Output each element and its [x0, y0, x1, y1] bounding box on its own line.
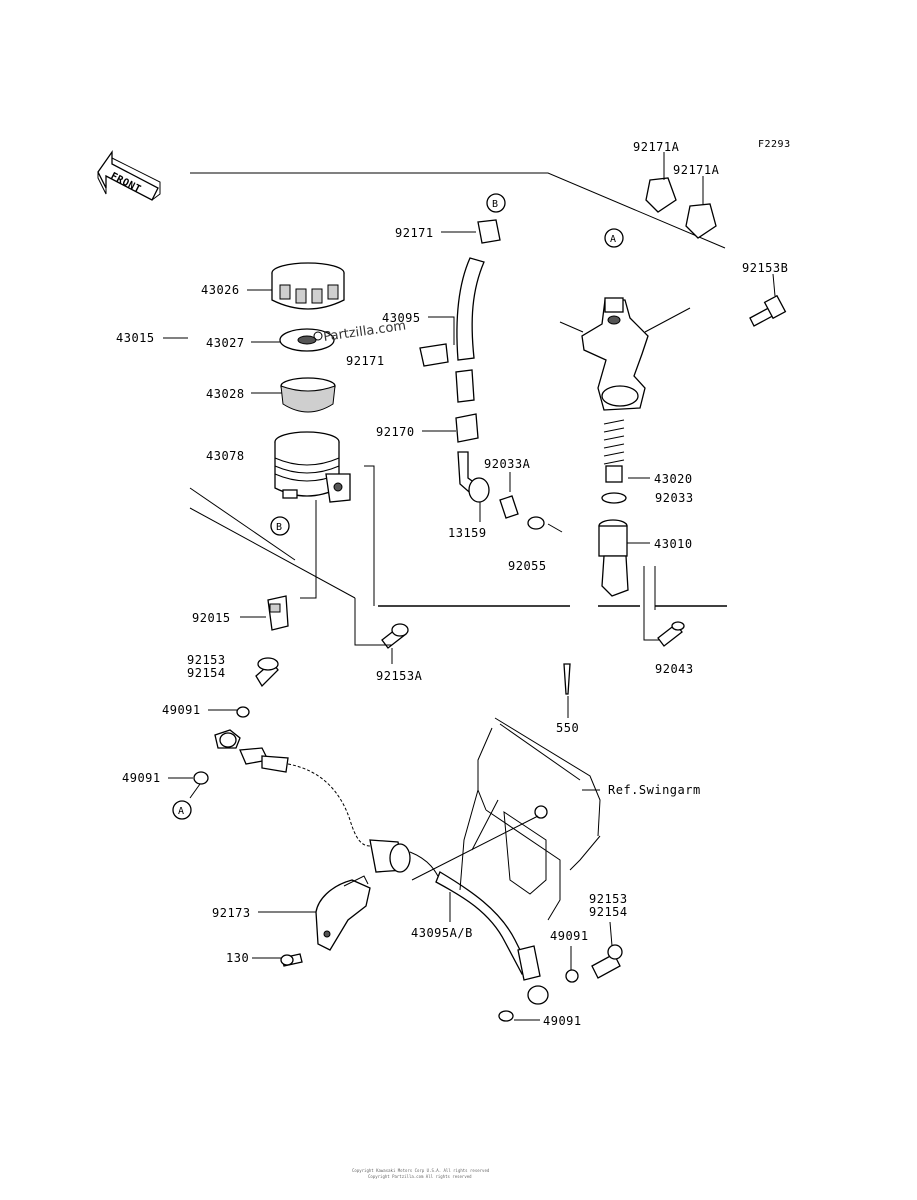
footer-line-2: Copyright Partzilla.com All rights reser…	[368, 1174, 472, 1179]
label-92154-left: 92154	[187, 666, 226, 680]
label-92171-top: 92171	[395, 226, 434, 240]
label-43026: 43026	[201, 283, 240, 297]
label-49091-left-2: 49091	[122, 771, 161, 785]
callout-b-mid-label: B	[276, 522, 283, 533]
label-550: 550	[556, 721, 579, 735]
bolt-130	[280, 953, 303, 967]
label-92171A-1: 92171A	[633, 140, 680, 154]
leader-lines	[163, 152, 776, 1021]
diaphragm	[280, 377, 336, 413]
label-92043: 92043	[655, 662, 694, 676]
label-92153-left: 92153	[187, 653, 226, 667]
spring-43020	[603, 419, 625, 483]
reservoir-tank	[274, 431, 351, 503]
footer-line-1: Copyright Kawasaki Motors Corp U.S.A. Al…	[352, 1168, 490, 1173]
bolt-92153B	[749, 294, 787, 327]
label-43028: 43028	[206, 387, 245, 401]
banjo-bolt-right	[498, 944, 623, 1022]
label-43078: 43078	[206, 449, 245, 463]
circlip-92033	[601, 492, 627, 504]
label-92173: 92173	[212, 906, 251, 920]
diaphragm-plate	[279, 328, 335, 352]
clamps-92171A	[645, 177, 717, 239]
frame-lines	[189, 172, 727, 607]
callout-a-low: A	[172, 800, 192, 820]
label-13159: 13159	[448, 526, 487, 540]
callout-b-mid: B	[270, 516, 290, 536]
label-92154-right: 92154	[589, 905, 628, 919]
label-92153-right: 92153	[589, 892, 628, 906]
reservoir-cap	[271, 262, 345, 310]
label-92153B: 92153B	[742, 261, 788, 275]
clamp-92015	[267, 595, 289, 631]
label-92033: 92033	[655, 491, 694, 505]
label-49091-right-2: 49091	[543, 1014, 582, 1028]
label-130: 130	[226, 951, 249, 965]
label-92055: 92055	[508, 559, 547, 573]
label-92153A: 92153A	[376, 669, 423, 683]
label-49091-left-1: 49091	[162, 703, 201, 717]
label-43015: 43015	[116, 331, 155, 345]
figure-code: F2293	[758, 139, 791, 150]
callout-a-top-label: A	[610, 234, 617, 245]
label-92171-mid: 92171	[346, 354, 385, 368]
callout-a-top: A	[604, 228, 624, 248]
label-43027: 43027	[206, 336, 245, 350]
callout-b-top-label: B	[492, 199, 499, 210]
callout-a-low-label: A	[178, 806, 185, 817]
swingarm	[459, 717, 601, 921]
label-43010: 43010	[654, 537, 693, 551]
callout-b-top: B	[486, 193, 506, 213]
part-labels: 92171A 92171A 92153B 92171 43026 43015 4…	[116, 140, 788, 1028]
label-92171A-2: 92171A	[673, 163, 720, 177]
push-rod-43010	[598, 519, 629, 597]
master-cylinder	[581, 297, 649, 411]
label-43095AB: 43095A/B	[411, 926, 473, 940]
label-43095: 43095	[382, 311, 421, 325]
cotter-pin-550	[563, 663, 571, 695]
brake-hose	[287, 763, 549, 1005]
bolt-92043	[657, 621, 685, 647]
hose-upper	[419, 219, 545, 530]
label-43020: 43020	[654, 472, 693, 486]
label-92015: 92015	[192, 611, 231, 625]
label-92033A: 92033A	[484, 457, 531, 471]
label-92170: 92170	[376, 425, 415, 439]
label-49091-right-1: 49091	[550, 929, 589, 943]
bolt-92153A	[381, 623, 409, 649]
label-ref-swingarm: Ref.Swingarm	[608, 783, 701, 797]
bracket-92173	[315, 875, 371, 951]
front-arrow-icon: FRONT	[97, 149, 161, 201]
banjo-bolt-left	[193, 657, 289, 785]
